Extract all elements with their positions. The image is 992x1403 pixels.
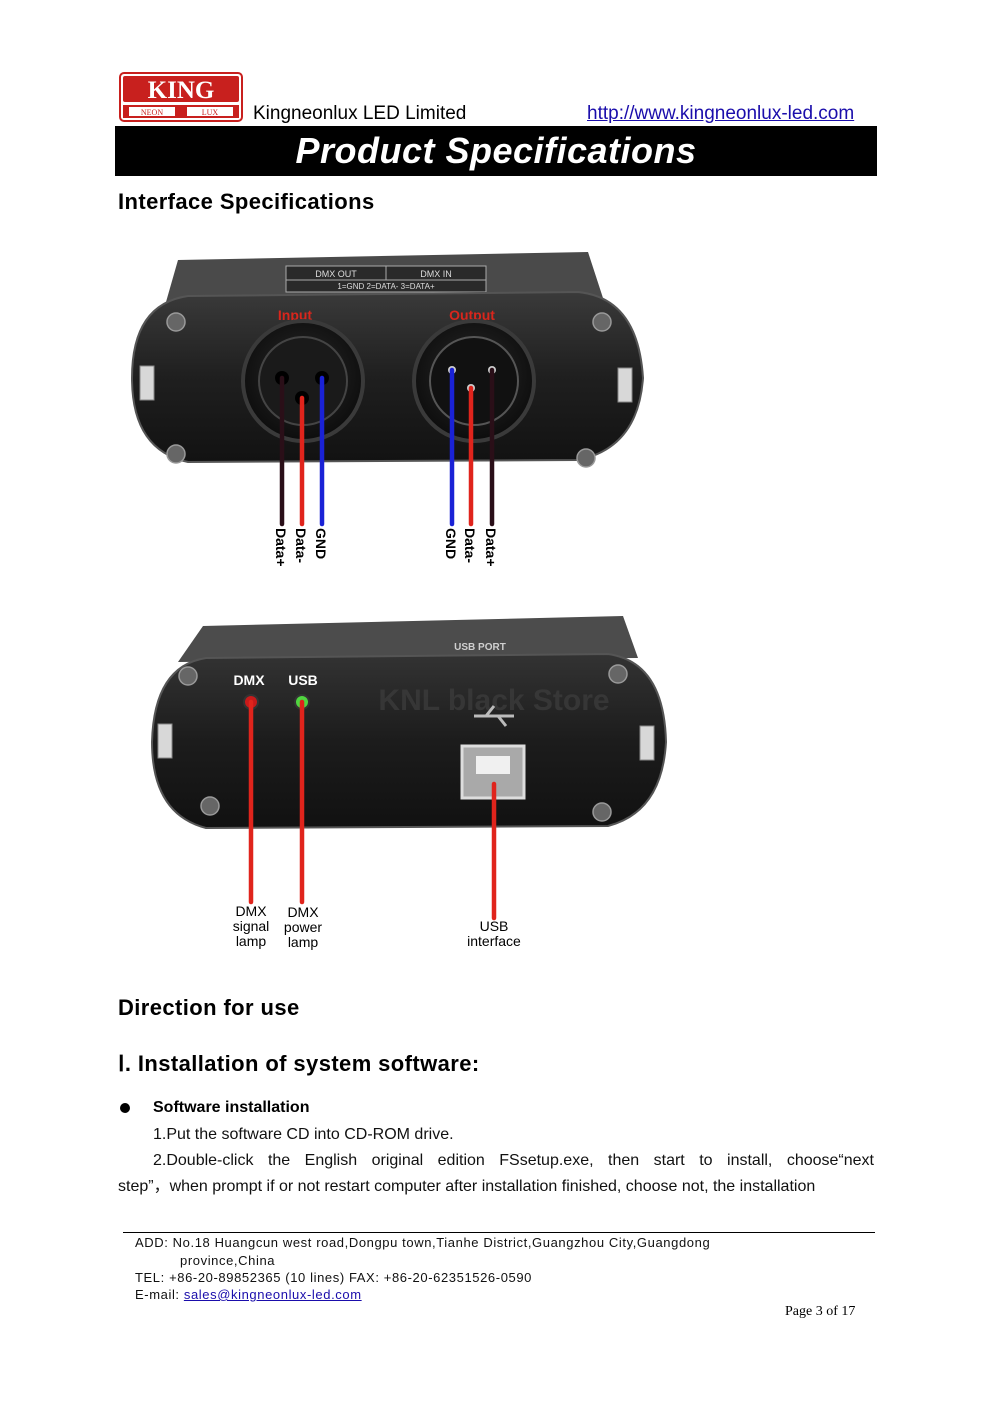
callout-usb-line2: interface	[467, 933, 521, 949]
usb-symbol-icon	[474, 705, 514, 727]
company-name: Kingneonlux LED Limited	[253, 103, 467, 124]
input-label: Input	[278, 307, 313, 323]
direction-heading: Direction for use	[118, 995, 300, 1020]
company-url-link[interactable]: http://www.kingneonlux-led.com	[587, 103, 855, 124]
logo-sub-right: LUX	[202, 108, 219, 117]
footer-email-link[interactable]: sales@kingneonlux-led.com	[183, 1287, 362, 1302]
company-logo: KING NEON LUX	[119, 72, 243, 122]
panel-label-dmx-in: DMX IN	[420, 269, 452, 279]
dmx-led-label: DMX	[233, 672, 265, 688]
callout-dmx-power-line1: DMX	[287, 904, 319, 920]
footer-email: E-mail: sales@kingneonlux-led.com	[135, 1287, 362, 1302]
page-number: Page 3 of 17	[785, 1304, 856, 1319]
footer-email-label: E-mail:	[135, 1287, 184, 1302]
usb-port-label: USB PORT	[454, 642, 506, 653]
bullet-title: Software installation	[153, 1099, 310, 1116]
input-pin-data-plus: Data+	[273, 528, 289, 567]
panel-label-dmx-out: DMX OUT	[315, 269, 357, 279]
connector-panel-photo: DMX OUT DMX IN 1=GND 2=DATA- 3=DATA+ Inp…	[130, 252, 645, 567]
step-2-line1: 2.Double-click the English original edit…	[153, 1152, 874, 1169]
logo-text: KING	[148, 77, 215, 104]
usb-led-label: USB	[288, 672, 318, 688]
output-label: Output	[449, 307, 495, 323]
footer-address-line2: province,China	[180, 1253, 276, 1268]
input-pin-gnd: GND	[313, 528, 329, 559]
output-pin-data-plus: Data+	[483, 528, 499, 567]
panel-pin-legend: 1=GND 2=DATA- 3=DATA+	[337, 282, 435, 291]
callout-dmx-signal-line3: lamp	[236, 933, 267, 949]
output-pin-data-minus: Data-	[462, 528, 478, 563]
footer-phone: TEL: +86-20-89852365 (10 lines) FAX: +86…	[135, 1270, 533, 1285]
step-2-line2: step”，when prompt if or not restart comp…	[118, 1178, 816, 1195]
footer-address-line1: ADD: No.18 Huangcun west road,Dongpu tow…	[135, 1235, 711, 1250]
callout-usb-line1: USB	[480, 918, 509, 934]
title-bar: Product Specifications	[115, 126, 877, 176]
page-title: Product Specifications	[295, 130, 697, 171]
callout-dmx-signal-line2: signal	[233, 918, 270, 934]
bullet-icon	[120, 1103, 130, 1113]
callout-dmx-power-line2: power	[284, 919, 322, 935]
output-pin-gnd: GND	[443, 528, 459, 559]
bullet-software-installation: Software installation	[118, 1099, 309, 1117]
logo-sub-left: NEON	[141, 108, 163, 117]
footer-divider	[123, 1232, 875, 1233]
usb-panel-photo: USB PORT DMX USB KNL black Store DMX sig…	[150, 616, 668, 950]
watermark-text: KNL black Store	[378, 684, 609, 717]
callout-dmx-power-line3: lamp	[288, 934, 319, 950]
step-1: 1.Put the software CD into CD-ROM drive.	[153, 1126, 454, 1143]
install-heading: Ⅰ. Installation of system software:	[118, 1051, 480, 1076]
input-pin-data-minus: Data-	[293, 528, 309, 563]
callout-dmx-signal-line1: DMX	[235, 903, 267, 919]
interface-heading: Interface Specifications	[118, 189, 375, 214]
